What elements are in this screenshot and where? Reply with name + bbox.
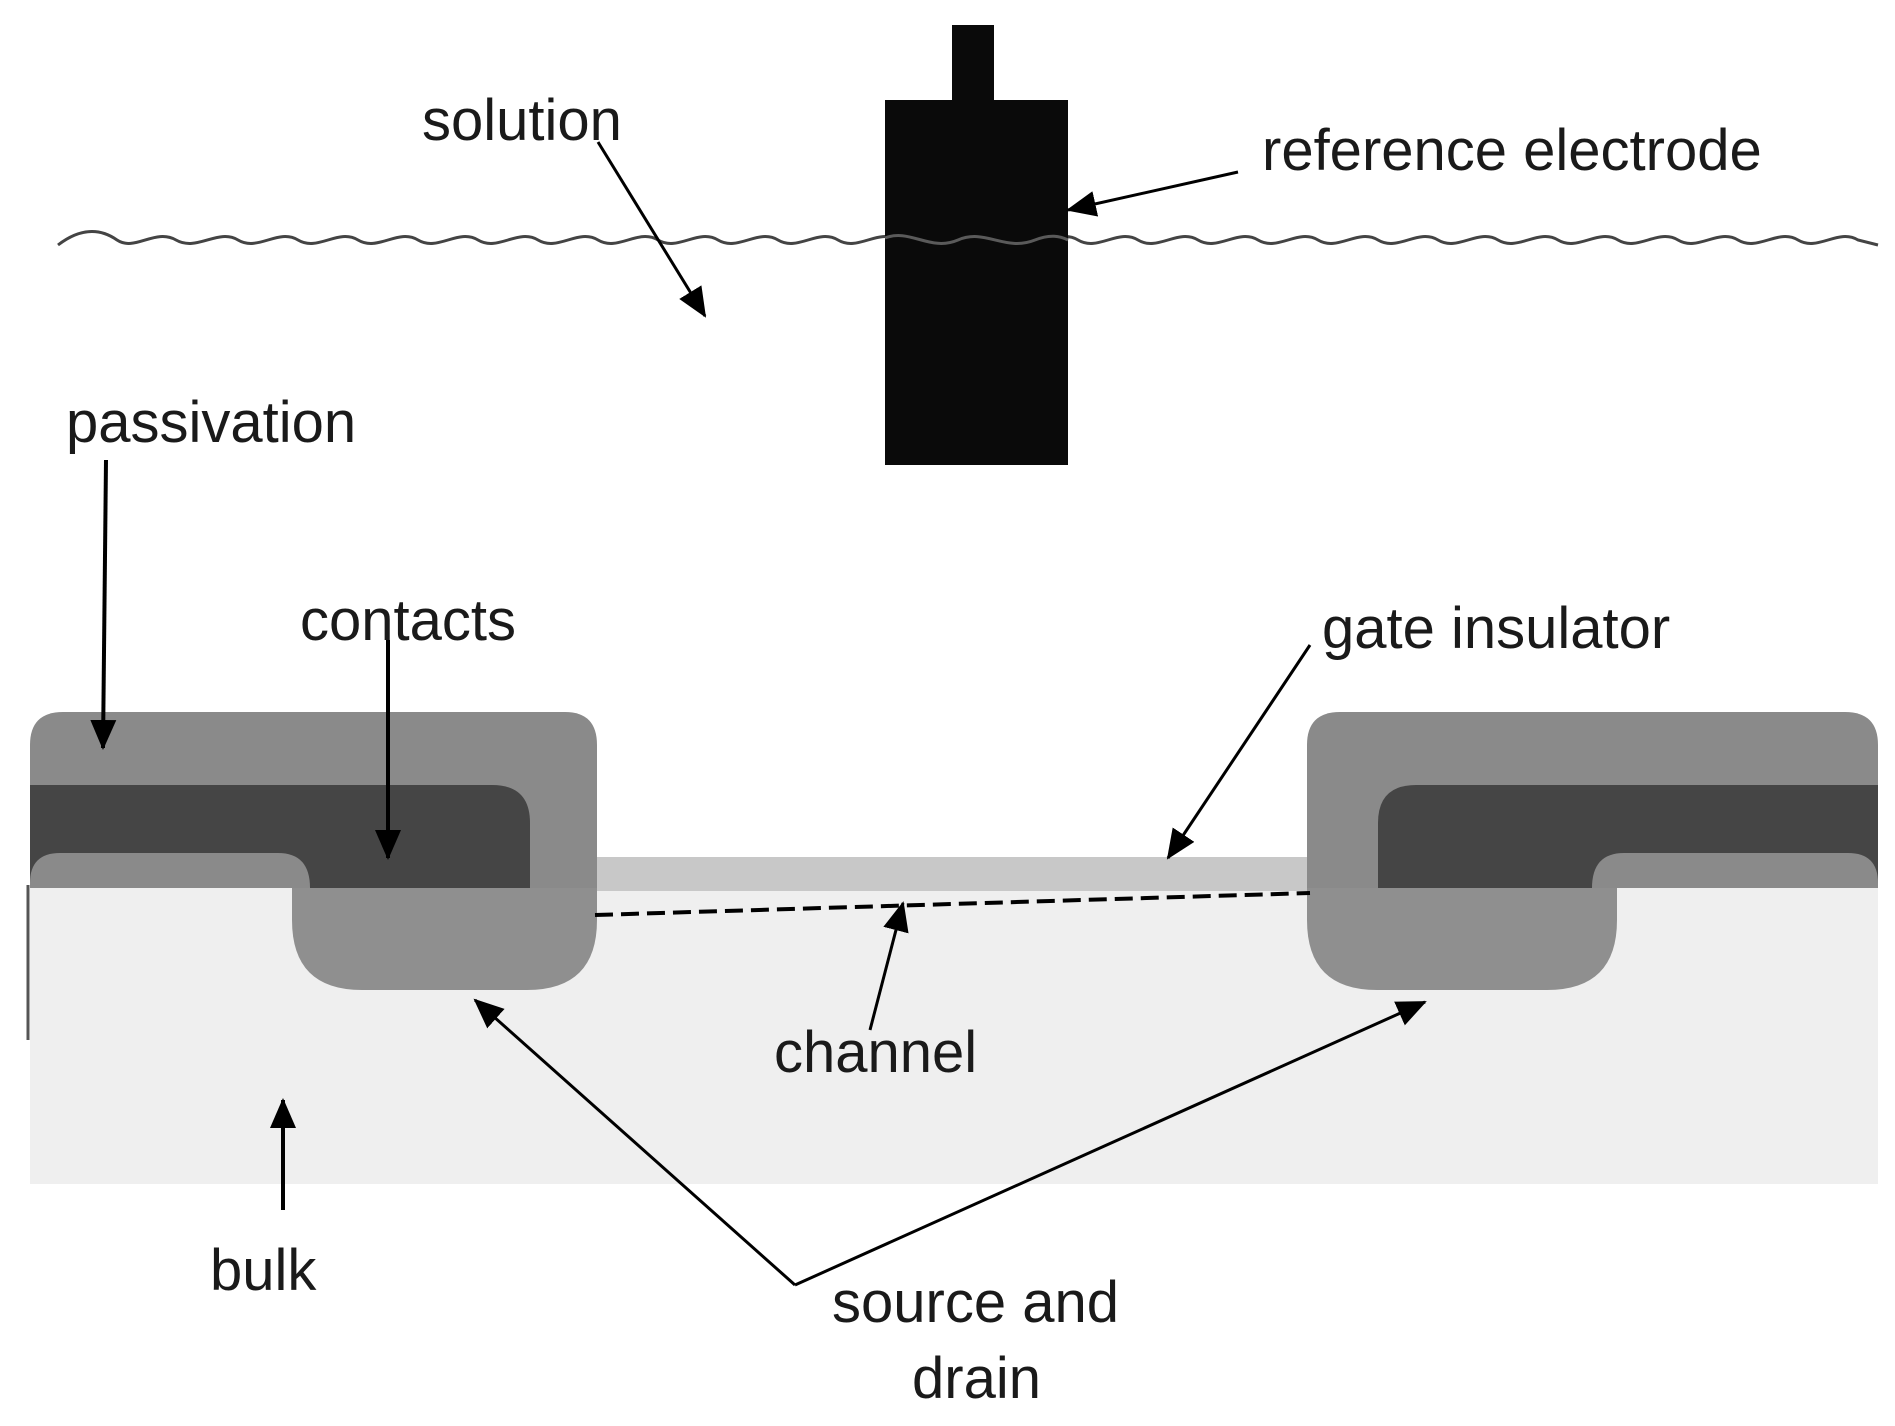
gate-insulator-arrow	[1166, 644, 1312, 860]
gate-insulator-layer	[580, 857, 1315, 891]
source-region-left	[292, 888, 597, 990]
drain-arrow	[794, 1000, 1427, 1287]
channel-arrow	[868, 901, 909, 1031]
drain-region-right	[1307, 888, 1617, 990]
label-reference-electrode: reference electrode	[1262, 118, 1762, 183]
reference-electrode-body	[885, 100, 1068, 465]
passivation-right-lower	[1592, 853, 1878, 888]
solution-surface-over-electrode	[884, 234, 1069, 245]
solution-arrow	[596, 141, 707, 318]
label-channel: channel	[774, 1020, 977, 1085]
passivation-arrow	[90, 459, 117, 750]
passivation-left-lower	[30, 853, 310, 888]
source-arrow	[473, 998, 796, 1287]
label-source-and-drain-line1: source and	[832, 1270, 1119, 1335]
reference-electrode-stem	[952, 25, 994, 103]
label-source-and-drain-line2: drain	[912, 1346, 1041, 1411]
reference-electrode-arrow	[1066, 170, 1239, 217]
label-solution: solution	[422, 88, 622, 153]
label-contacts: contacts	[300, 588, 516, 653]
label-bulk: bulk	[210, 1238, 317, 1303]
label-passivation: passivation	[66, 390, 356, 455]
label-gate-insulator: gate insulator	[1322, 596, 1670, 661]
channel-line	[594, 891, 1311, 917]
